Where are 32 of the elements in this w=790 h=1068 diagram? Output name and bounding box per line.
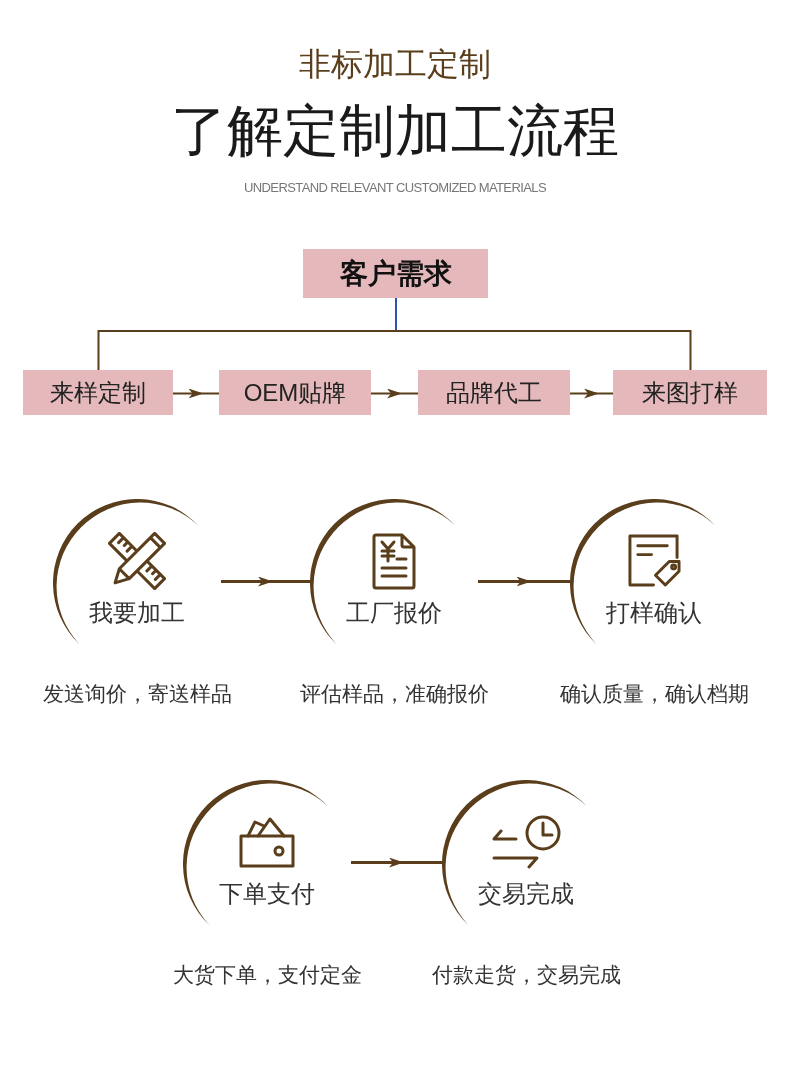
process-box (418, 370, 570, 415)
step-description: 确认质量，确认档期 (559, 681, 749, 707)
process-box (303, 249, 488, 298)
step-label: 我要加工 (89, 599, 185, 627)
process-label: 品牌代工 (446, 377, 542, 408)
connector-line (395, 297, 397, 332)
process-label: 客户需求 (339, 256, 452, 291)
process-label: 来样定制 (50, 377, 146, 408)
step-description: 评估样品，准确报价 (299, 681, 489, 707)
step-label: 交易完成 (478, 880, 574, 908)
connector-line (97, 330, 397, 371)
process-box (219, 370, 371, 415)
arrow (478, 576, 570, 587)
process-label: OEM贴牌 (243, 377, 347, 408)
arrow (221, 576, 310, 587)
subtitle: 非标加工定制 (299, 46, 491, 82)
step-description: 付款走货，交易完成 (431, 962, 621, 988)
step-label: 打样确认 (606, 599, 702, 627)
arrow (172, 388, 220, 399)
step-description: 大货下单，支付定金 (172, 962, 362, 988)
step-label: 下单支付 (219, 880, 315, 908)
connector-line (395, 330, 692, 371)
page-title: 了解定制加工流程 (171, 99, 619, 163)
arrow (351, 857, 442, 868)
step-description: 发送询价，寄送样品 (42, 681, 232, 707)
tagline: UNDERSTAND RELEVANT CUSTOMIZED MATERIALS (244, 180, 546, 196)
process-box (23, 370, 173, 415)
arrow (569, 388, 614, 399)
step-label: 工厂报价 (346, 599, 442, 627)
arrow (370, 388, 419, 399)
process-label: 来图打样 (642, 377, 738, 408)
process-box (613, 370, 767, 415)
